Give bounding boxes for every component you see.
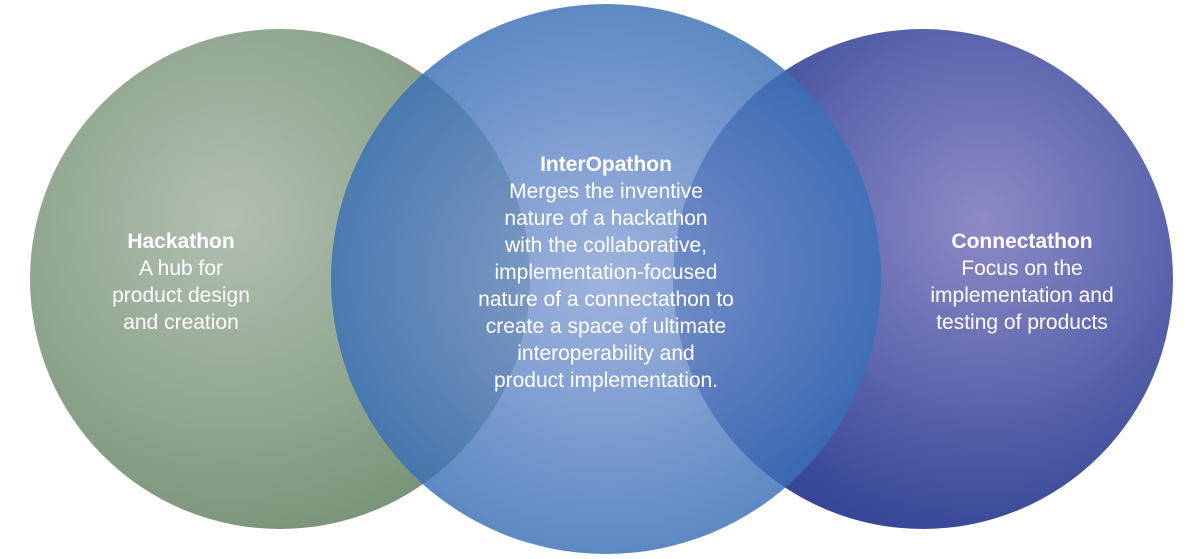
interopathon-line: interoperability and	[517, 342, 695, 365]
hackathon-line: product design	[112, 284, 250, 307]
interopathon-label: InterOpathon Merges the inventive nature…	[435, 151, 777, 394]
interopathon-line: implementation-focused	[494, 261, 718, 284]
interopathon-line: create a space of ultimate	[485, 315, 727, 338]
interopathon-circle	[331, 4, 881, 554]
interopathon-title: InterOpathon	[540, 153, 672, 176]
hackathon-line: A hub for	[138, 257, 224, 280]
connectathon-line: implementation and	[930, 284, 1114, 307]
connectathon-label: Connectathon Focus on the implementation…	[897, 228, 1147, 336]
interopathon-line: nature of a hackathon	[504, 207, 708, 230]
interopathon-line: Merges the inventive	[509, 180, 703, 203]
hackathon-label: Hackathon A hub for product design and c…	[70, 228, 292, 336]
interopathon-line: with the collaborative,	[505, 234, 707, 257]
connectathon-line: testing of products	[936, 311, 1108, 334]
interopathon-line: product implementation.	[493, 369, 719, 392]
hackathon-title: Hackathon	[127, 230, 235, 253]
hackathon-line: and creation	[123, 311, 239, 334]
interopathon-line: nature of a connectathon to	[478, 288, 734, 311]
connectathon-title: Connectathon	[951, 230, 1093, 253]
connectathon-line: Focus on the	[961, 257, 1083, 280]
